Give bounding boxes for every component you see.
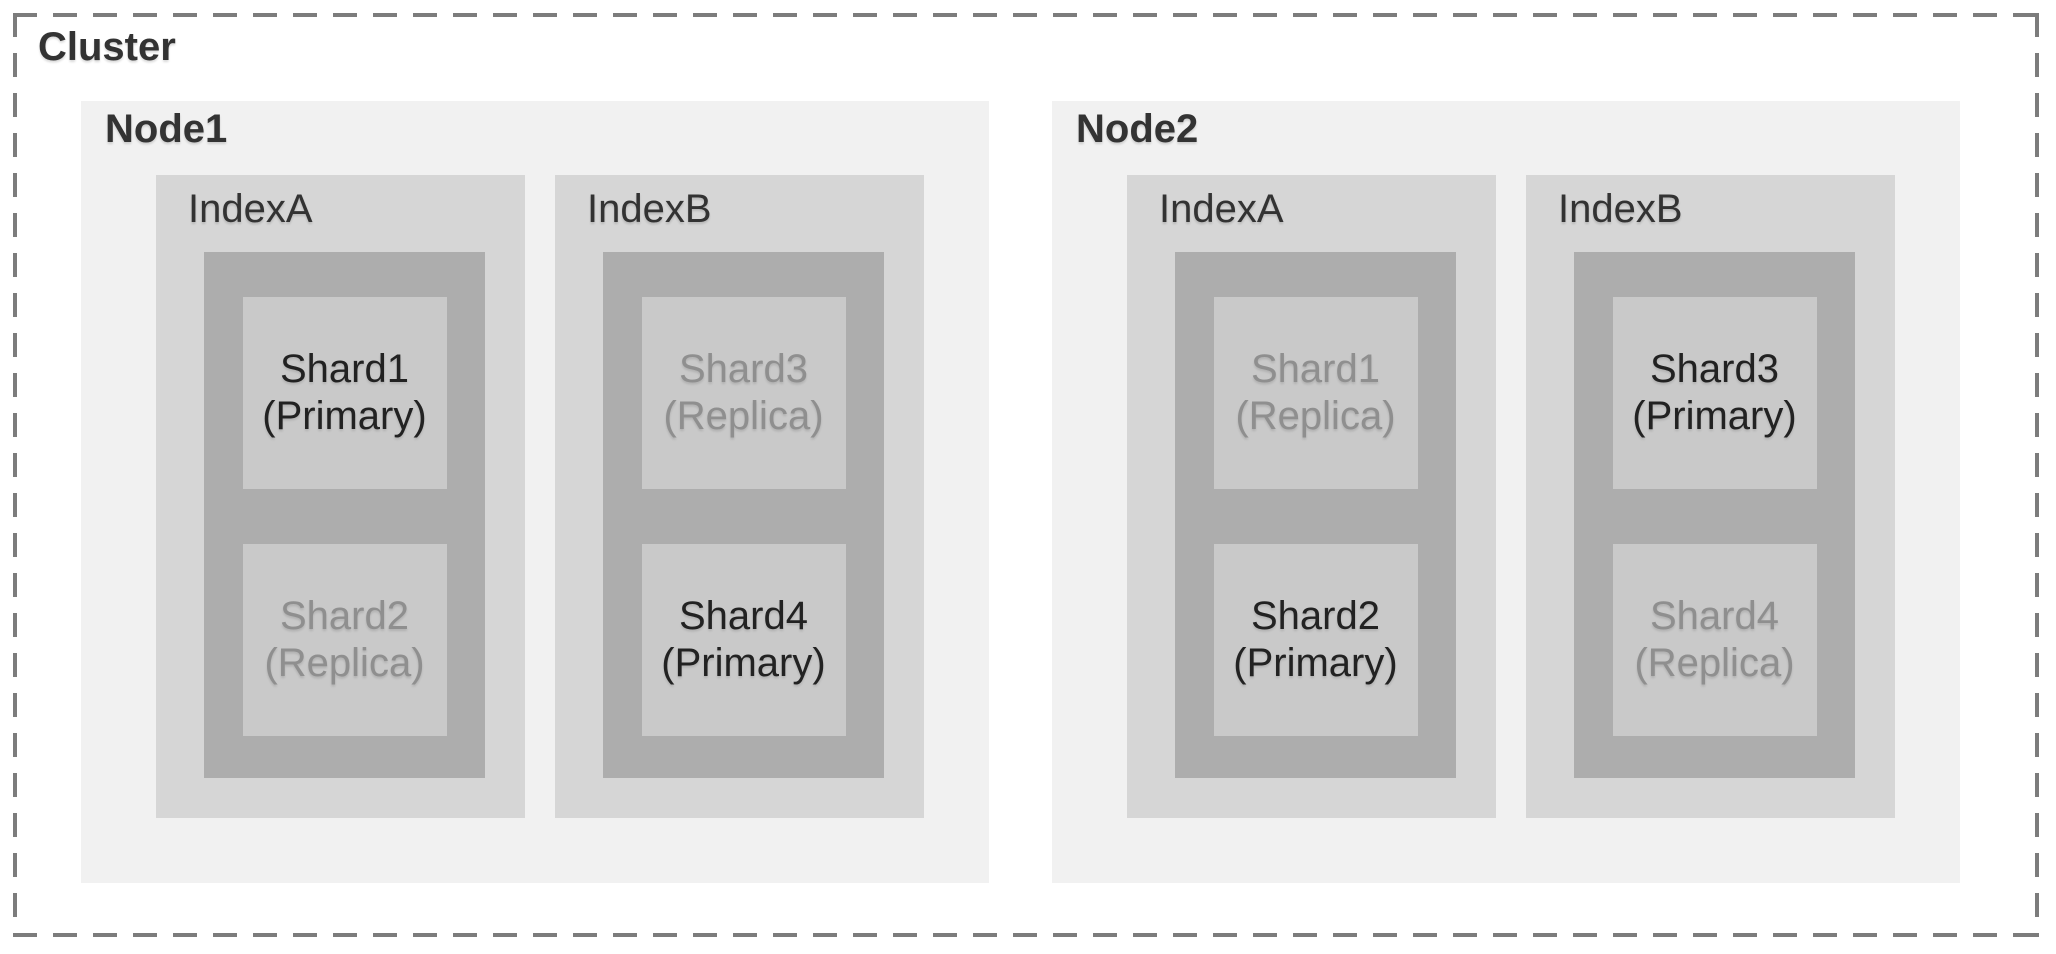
shard-name: Shard3	[1650, 347, 1779, 391]
shard-container: Shard1 (Primary) Shard2 (Replica)	[204, 252, 485, 778]
shard-box: Shard4 (Primary)	[641, 544, 846, 736]
index-label: IndexB	[1558, 187, 1683, 231]
node-label: Node2	[1076, 107, 1199, 151]
shard-container: Shard1 (Replica) Shard2 (Primary)	[1175, 252, 1456, 778]
shard-name: Shard1	[280, 347, 409, 391]
shard-name: Shard1	[1251, 347, 1380, 391]
shard-name: Shard2	[280, 594, 409, 638]
shard-container: Shard3 (Primary) Shard4 (Replica)	[1574, 252, 1855, 778]
shard-name: Shard2	[1251, 594, 1380, 638]
nodes-row: Node1 IndexA Shard1 (Primary) Shard2 (Re…	[81, 101, 1960, 883]
shard-role: (Primary)	[661, 641, 826, 685]
shard-container: Shard3 (Replica) Shard4 (Primary)	[603, 252, 884, 778]
shard-box: Shard3 (Primary)	[1612, 297, 1817, 489]
shard-box: Shard3 (Replica)	[641, 297, 846, 489]
shard-box: Shard1 (Replica)	[1213, 297, 1418, 489]
shard-role: (Primary)	[1632, 394, 1797, 438]
cluster-boundary: Cluster Node1 IndexA Shard1 (Primary) Sh…	[13, 13, 2039, 937]
shard-role: (Primary)	[262, 394, 427, 438]
index-label: IndexB	[587, 187, 712, 231]
shard-role: (Replica)	[663, 394, 824, 438]
index-label: IndexA	[188, 187, 313, 231]
shard-name: Shard4	[1650, 594, 1779, 638]
index-box-indexa: IndexA Shard1 (Replica) Shard2 (Primary)	[1127, 175, 1496, 818]
cluster-label: Cluster	[38, 25, 176, 69]
shard-role: (Replica)	[264, 641, 425, 685]
node-box-node2: Node2 IndexA Shard1 (Replica) Shard2 (Pr…	[1052, 101, 1960, 883]
shard-role: (Primary)	[1233, 641, 1398, 685]
shard-role: (Replica)	[1235, 394, 1396, 438]
node-box-node1: Node1 IndexA Shard1 (Primary) Shard2 (Re…	[81, 101, 989, 883]
index-label: IndexA	[1159, 187, 1284, 231]
index-box-indexb: IndexB Shard3 (Primary) Shard4 (Replica)	[1526, 175, 1895, 818]
indexes-row: IndexA Shard1 (Replica) Shard2 (Primary)	[1127, 175, 1895, 818]
shard-box: Shard2 (Primary)	[1213, 544, 1418, 736]
shard-box: Shard1 (Primary)	[242, 297, 447, 489]
shard-box: Shard2 (Replica)	[242, 544, 447, 736]
shard-name: Shard3	[679, 347, 808, 391]
index-box-indexa: IndexA Shard1 (Primary) Shard2 (Replica)	[156, 175, 525, 818]
indexes-row: IndexA Shard1 (Primary) Shard2 (Replica)	[156, 175, 924, 818]
shard-box: Shard4 (Replica)	[1612, 544, 1817, 736]
shard-role: (Replica)	[1634, 641, 1795, 685]
shard-name: Shard4	[679, 594, 808, 638]
index-box-indexb: IndexB Shard3 (Replica) Shard4 (Primary)	[555, 175, 924, 818]
node-label: Node1	[105, 107, 228, 151]
